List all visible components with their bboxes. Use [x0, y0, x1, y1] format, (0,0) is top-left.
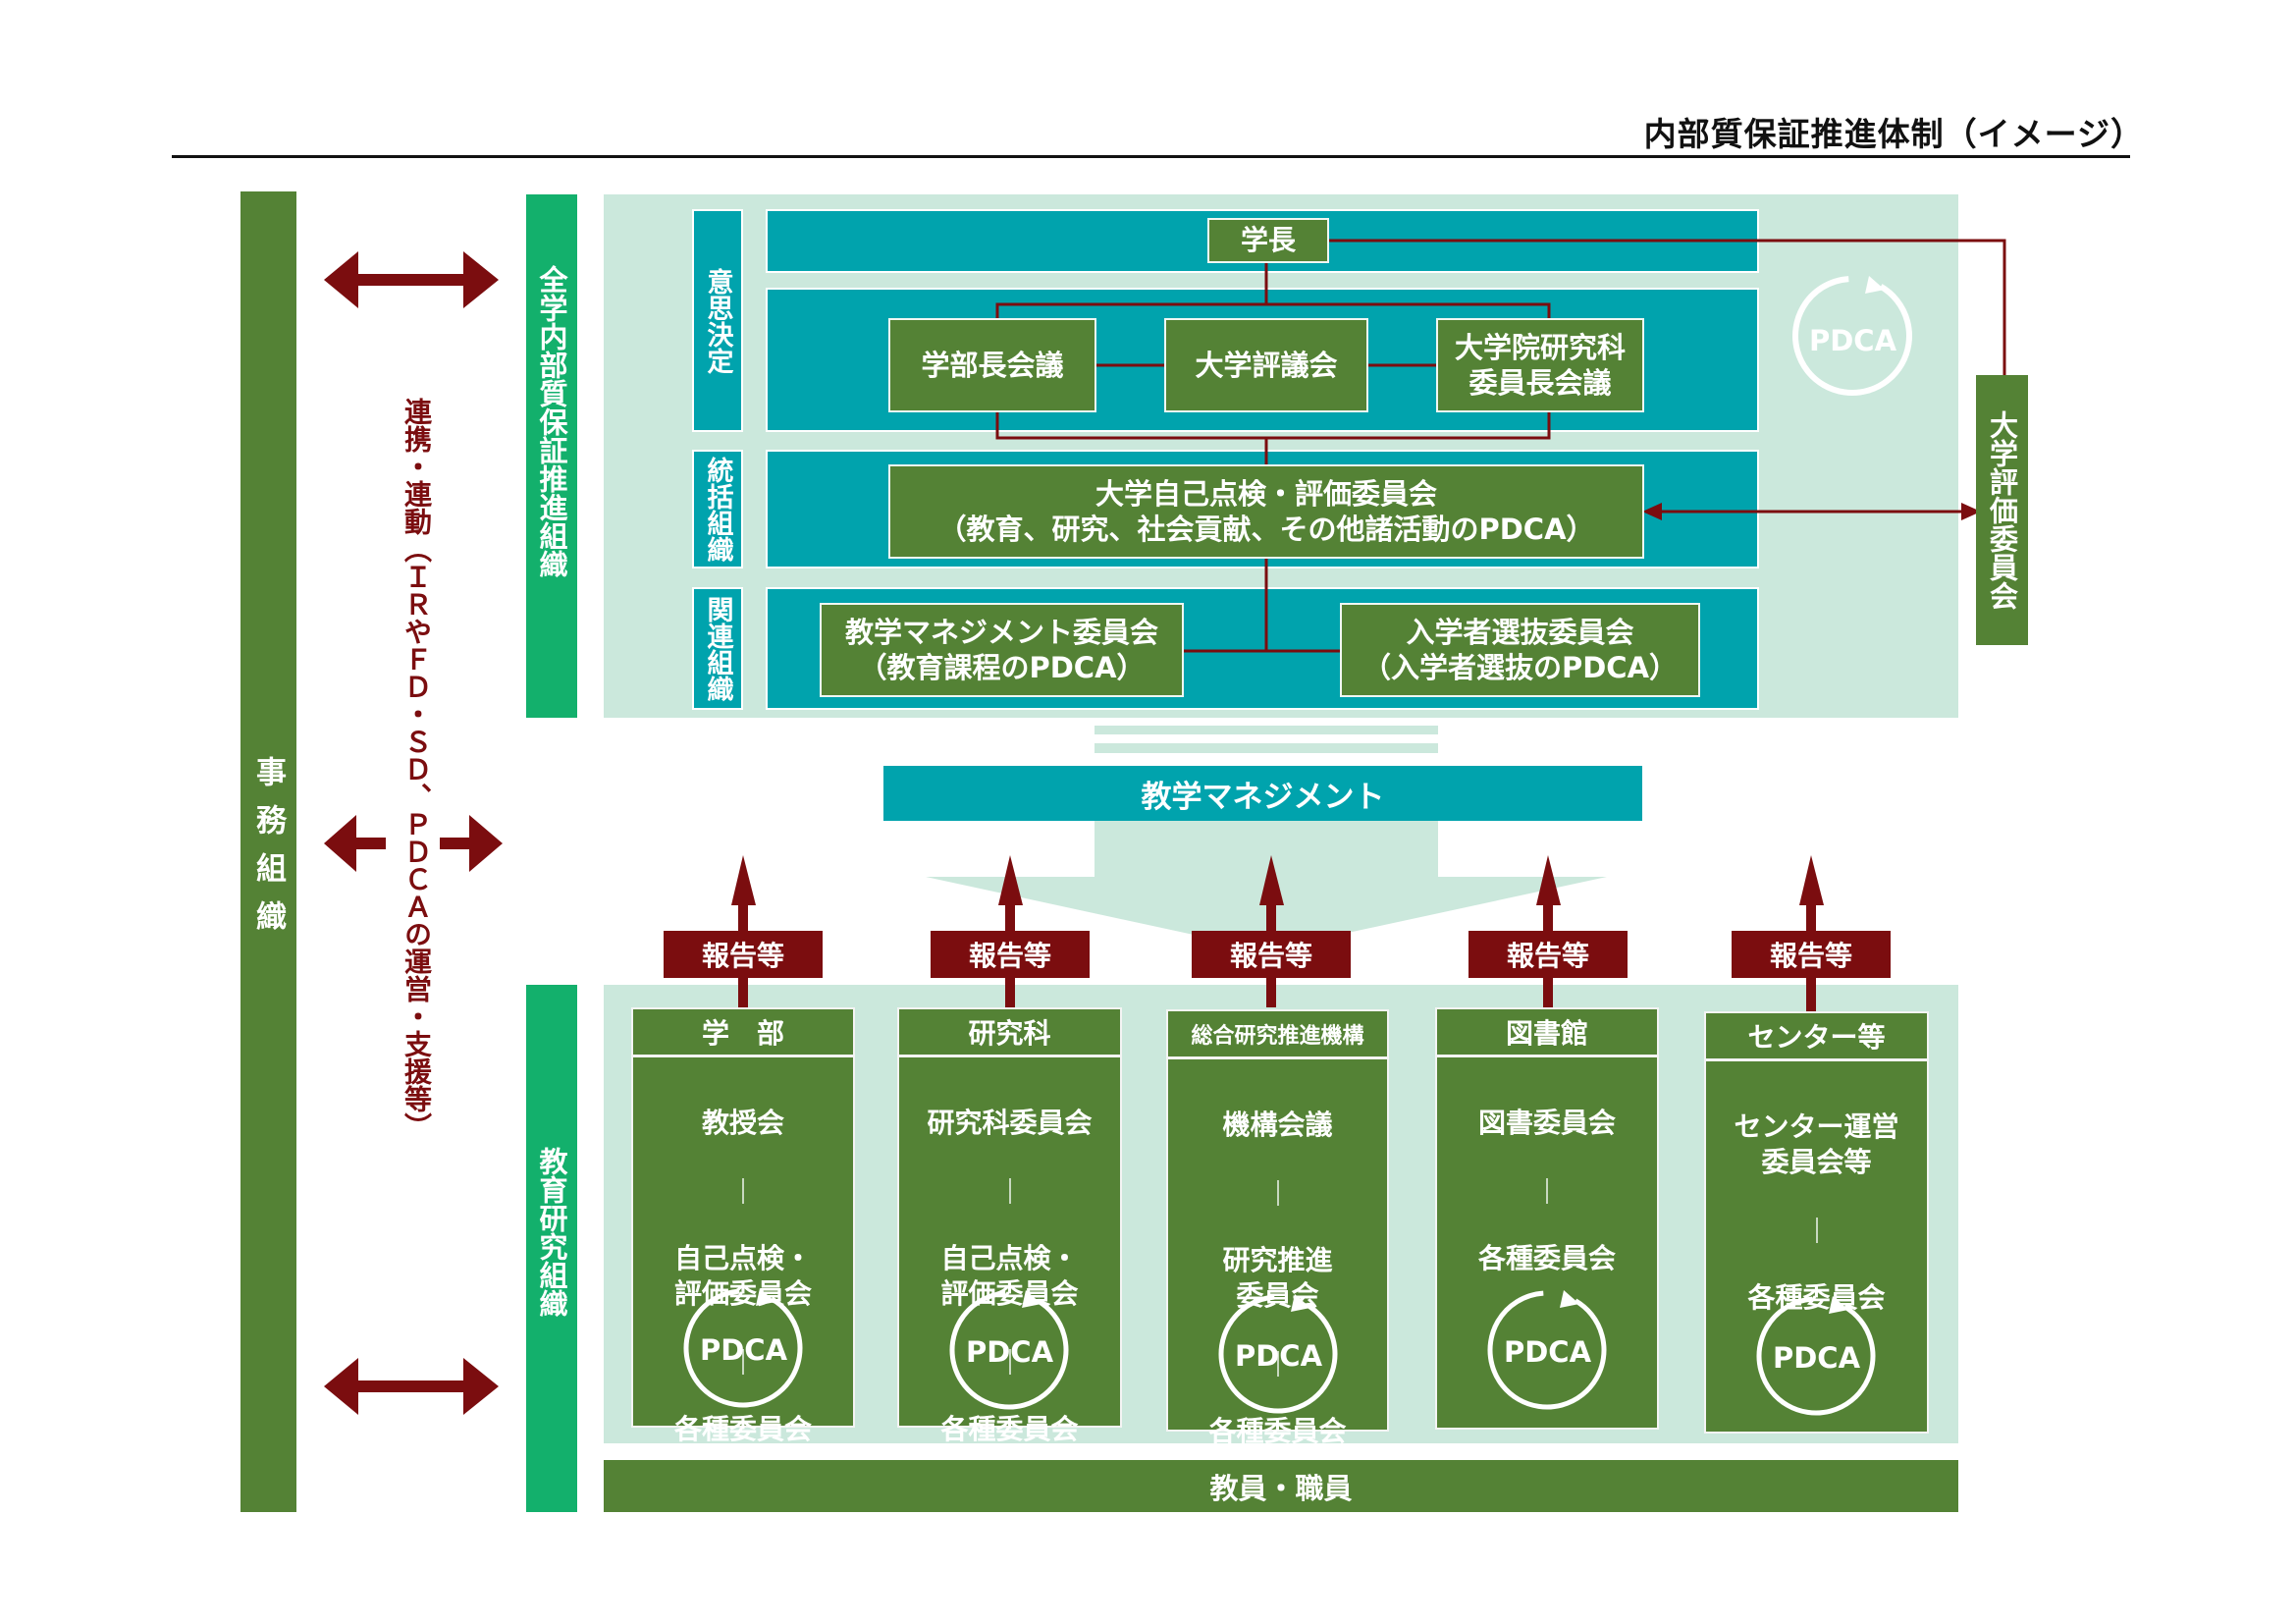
pdca-cycle-icon: [1792, 276, 1912, 396]
committee-item: 各種委員会: [673, 1413, 812, 1445]
committee-item: 機構会議: [1222, 1109, 1333, 1141]
pdca-label: PDCA: [699, 1333, 788, 1367]
connector: [1815, 1218, 1818, 1243]
admission-committee-box: 入学者選抜委員会 （入学者選抜のPDCA）: [1340, 603, 1700, 697]
pdca-cycle-icon: [683, 1288, 803, 1408]
staff-bar: 教員・職員: [604, 1460, 1958, 1512]
row-label-decision: 意思決定: [692, 209, 743, 432]
pdca-cycle-icon: [949, 1290, 1069, 1410]
connector: [1546, 1178, 1548, 1204]
pdca-label: PDCA: [1234, 1339, 1323, 1373]
external-evaluation-committee: 大学評価委員会: [1976, 375, 2028, 645]
org-column-library: 図書館 図書委員会 各種委員会 PDCA: [1435, 1007, 1659, 1430]
org-column-research-organization: 総合研究推進機構 機構会議 研究推進 委員会 各種委員会 PDCA: [1166, 1009, 1389, 1447]
connector: [1276, 1351, 1279, 1377]
university-senate-box: 大学評議会: [1164, 318, 1368, 412]
connector: [742, 1178, 744, 1204]
connector: [1008, 1349, 1011, 1375]
column-head: 総合研究推進機構: [1168, 1011, 1387, 1059]
column-head: 図書館: [1437, 1009, 1657, 1057]
pdca-label: PDCA: [965, 1335, 1054, 1369]
admin-org-label: 事務組織: [250, 755, 286, 948]
admin-org-bar: 事務組織: [240, 191, 296, 1512]
report-badge: 報告等: [664, 931, 823, 978]
connector: [1008, 1178, 1011, 1204]
committee-item: 図書委員会: [1477, 1107, 1616, 1139]
double-arrow-icon: [324, 1358, 499, 1415]
president-box: 学長: [1207, 218, 1329, 263]
pdca-label: PDCA: [1772, 1341, 1861, 1375]
pdca-cycle-icon: [1756, 1296, 1876, 1416]
stripe-2: [1095, 743, 1438, 753]
row-label-related: 関連組織: [692, 587, 743, 710]
title-rule: [172, 155, 2130, 158]
pdca-label: PDCA: [1808, 324, 1897, 357]
org-column-graduate-school: 研究科 研究科委員会 自己点検・ 評価委員会 各種委員会 PDCA: [897, 1007, 1122, 1445]
top-section-label: 全学内部質保証推進組織: [526, 194, 577, 718]
column-head: 学 部: [633, 1009, 853, 1057]
committee-item: 自己点検・ 評価委員会: [940, 1242, 1079, 1310]
committee-item: 研究科委員会: [927, 1107, 1093, 1139]
column-head: 研究科: [899, 1009, 1120, 1057]
management-bar: 教学マネジメント: [883, 766, 1642, 821]
committee-item: 自己点検・ 評価委員会: [673, 1242, 812, 1310]
report-badge: 報告等: [1192, 931, 1351, 978]
connector: [742, 1349, 744, 1375]
row-label-governance: 統括組織: [692, 450, 743, 568]
pdca-label: PDCA: [1503, 1335, 1592, 1369]
committee-item: 各種委員会: [1208, 1415, 1347, 1447]
committee-item: 各種委員会: [940, 1413, 1079, 1445]
org-column-centers: センター等 センター運営 委員会等 各種委員会 PDCA: [1704, 1011, 1929, 1434]
pdca-cycle-icon: [1487, 1290, 1607, 1410]
faculty-deans-council-box: 学部長会議: [888, 318, 1096, 412]
double-arrow-icon: [324, 251, 499, 308]
committee-item: センター運営 委員会等: [1734, 1110, 1899, 1178]
connector: [1276, 1180, 1279, 1206]
graduate-school-council-box: 大学院研究科 委員長会議: [1436, 318, 1644, 412]
pdca-cycle-icon: [1218, 1294, 1338, 1414]
report-badge: 報告等: [931, 931, 1090, 978]
org-column-faculty: 学 部 教授会 自己点検・ 評価委員会 各種委員会 PDCA: [631, 1007, 855, 1445]
collab-label: 連携・連動（ＩＲやＦＤ・ＳＤ、ＰＤＣＡの運営・支援等）: [400, 398, 433, 1140]
bottom-section-label: 教育研究組織: [526, 985, 577, 1512]
report-badge: 報告等: [1468, 931, 1628, 978]
committee-item: 各種委員会: [1477, 1242, 1616, 1274]
curriculum-management-committee-box: 教学マネジメント委員会 （教育課程のPDCA）: [820, 603, 1184, 697]
report-badge: 報告等: [1732, 931, 1891, 978]
column-head: センター等: [1706, 1013, 1927, 1061]
self-evaluation-committee-box: 大学自己点検・評価委員会 （教育、研究、社会貢献、その他諸活動のPDCA）: [888, 464, 1644, 559]
stripe-1: [1095, 726, 1438, 734]
committee-item: 教授会: [701, 1107, 784, 1139]
page-title: 内部質保証推進体制（イメージ）: [1643, 115, 2144, 153]
committee-item: 各種委員会: [1747, 1281, 1886, 1314]
